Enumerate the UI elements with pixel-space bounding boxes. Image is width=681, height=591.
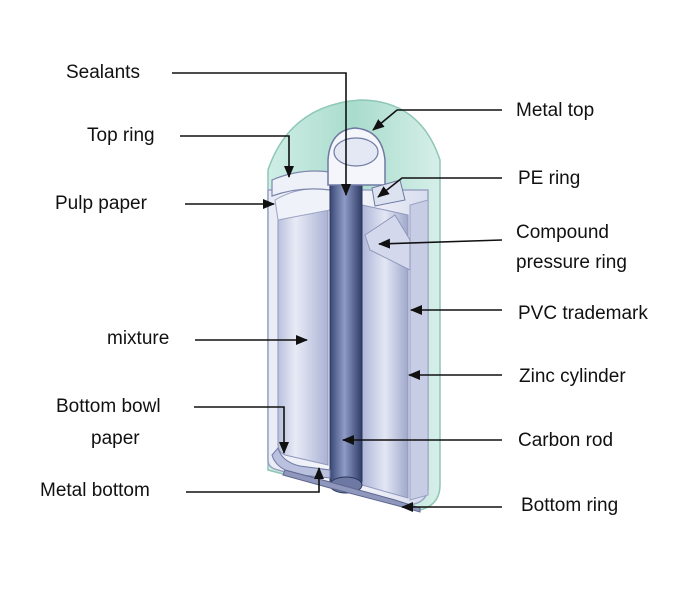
label-mixture: mixture: [107, 328, 170, 349]
label-carbon-rod: Carbon rod: [518, 430, 614, 451]
leader-bottom-bowl: [194, 406, 289, 454]
metal-bottom: [282, 469, 421, 513]
label-bottom-ring: Bottom ring: [521, 495, 619, 516]
label-metal-bottom: Metal bottom: [40, 480, 150, 501]
label-top-ring: Top ring: [87, 125, 155, 146]
leader-lines: [172, 72, 503, 512]
zinc-can-wall: [409, 199, 429, 501]
label-pe-ring: PE ring: [518, 168, 581, 189]
label-compound-2: pressure ring: [516, 252, 627, 273]
leader-top-ring: [180, 135, 294, 178]
label-bottom-bowl-1: Bottom bowl: [56, 396, 161, 417]
leader-compound: [378, 238, 503, 249]
leader-pe-ring: [377, 177, 502, 198]
label-pulp-paper: Pulp paper: [55, 193, 147, 214]
label-pvc-trademark: PVC trademark: [518, 303, 648, 324]
leader-sealants: [172, 72, 351, 196]
leader-metal-bottom: [186, 467, 324, 493]
label-zinc-cylinder: Zinc cylinder: [519, 366, 626, 387]
label-compound-1: Compound: [516, 222, 609, 243]
metal-top-dome: [333, 137, 379, 167]
mixture-left: [277, 204, 329, 466]
label-bottom-bowl-2: paper: [91, 428, 140, 449]
label-metal-top: Metal top: [516, 100, 595, 121]
leader-metal-top: [372, 109, 502, 131]
label-sealants: Sealants: [66, 62, 140, 83]
